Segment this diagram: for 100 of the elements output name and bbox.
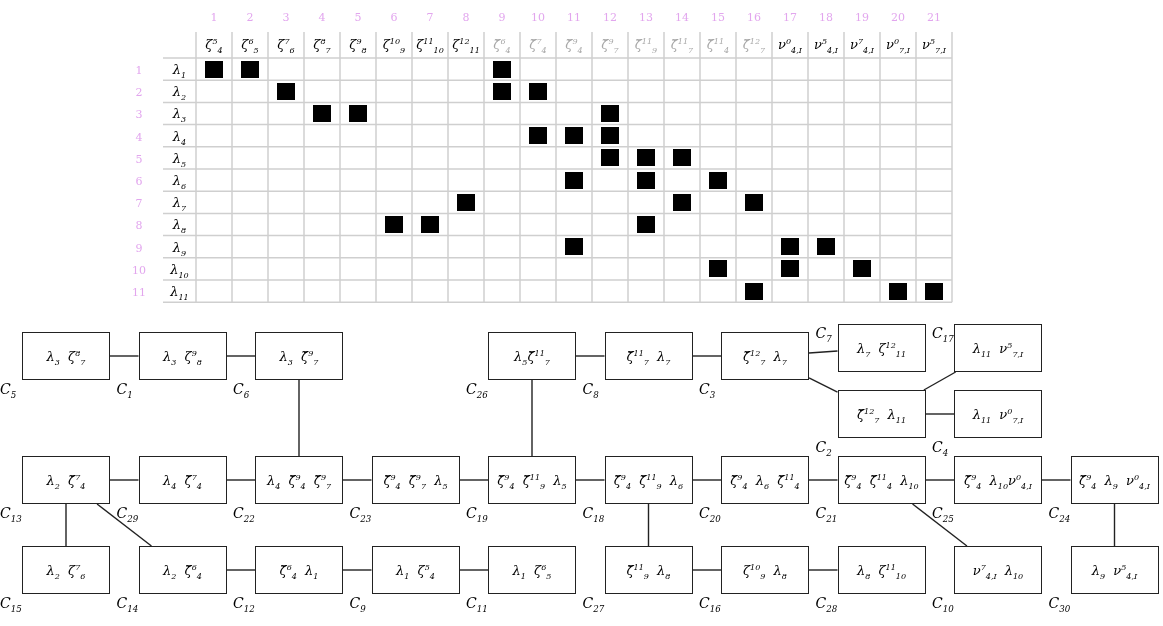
connector-line [808,350,839,354]
node-label: ζ̆$^{11}$$_{9}$ λ$_{8}$ [626,562,671,578]
filled-square [421,215,439,233]
node-caption: C$_{15}$ [0,595,22,611]
node-caption: C$_{16}$ [699,595,721,611]
node-caption: C$_{28}$ [815,595,838,611]
column-number: 2 [245,12,255,23]
node-caption: C$_{4}$ [932,439,949,455]
connector-line [225,569,256,571]
connector-line [225,355,256,357]
filled-square [673,149,691,167]
filled-square [925,282,943,300]
node-box [488,456,576,504]
node-box [604,456,693,504]
column-number: 7 [425,12,435,23]
node-label: ζ̆$^{9}$$_{4}$ ζ̆$^{9}$$_{7}$ λ$_{5}$ [383,472,448,488]
node-label: ζ̆$^{12}$$_{7}$ λ$_{7}$ [743,348,787,364]
node-caption: C$_{11}$ [466,595,488,611]
row-number: 5 [134,153,144,165]
filled-square [385,215,403,233]
row-header: λ$_{3}$ [171,107,188,121]
column-number: 3 [281,12,291,23]
node-caption: C$_{26}$ [466,381,488,397]
connector-line [109,479,140,481]
connector-line [342,569,373,571]
node-box [604,332,693,380]
filled-square [673,193,691,211]
node-caption: C$_{12}$ [233,595,255,611]
node-box [371,546,460,594]
node-label: ζ̆$^{11}$$_{7}$ λ$_{7}$ [626,348,671,364]
node-label: ζ̆$^{9}$$_{4}$ ζ̆$^{11}$$_{4}$ λ$_{10}$ [844,472,919,488]
node-box [1070,456,1159,504]
connector-line [691,355,722,357]
node-caption: C$_{1}$ [116,381,133,397]
connector-line [298,379,300,457]
node-box [837,324,926,372]
node-box [488,546,576,594]
filled-square [313,104,331,122]
connector-line [458,569,489,571]
column-number: 16 [746,12,762,23]
filled-square [637,149,655,167]
column-number: 5 [353,12,363,23]
filled-square [745,282,763,300]
node-caption: C$_{25}$ [932,505,954,521]
node-box [255,456,343,504]
node-caption: C$_{20}$ [699,505,721,521]
node-box [721,332,809,380]
row-number: 10 [131,264,147,276]
connector-line [808,569,839,571]
node-box [255,546,343,594]
filled-square [565,238,583,256]
connector-line [575,355,606,357]
node-caption: C$_{30}$ [1048,595,1071,611]
column-number: 18 [818,12,834,23]
column-number: 15 [710,12,726,23]
node-caption: C$_{29}$ [116,505,139,521]
connector-line [647,503,650,547]
node-label: ζ̆$^{12}$$_{7}$ λ$_{11}$ [856,406,906,422]
filled-square [781,260,799,278]
filled-square [349,104,367,122]
connector-line [924,413,955,415]
row-number: 6 [134,176,144,187]
filled-square [601,104,619,122]
node-box [954,456,1042,504]
node-caption: C$_{7}$ [815,325,832,341]
node-label: ζ$^{10}$$_{9}$ λ$_{8}$ [743,562,787,578]
row-header: λ$_{10}$ [169,262,190,276]
filled-square [205,60,223,78]
node-label: ζ̆$^{9}$$_{4}$ ζ̆$^{11}$$_{9}$ λ$_{6}$ [613,472,684,488]
node-caption: C$_{9}$ [349,595,366,611]
row-header: λ$_{7}$ [171,196,188,210]
row-header: λ$_{9}$ [171,240,188,254]
node-caption: C$_{22}$ [233,505,255,521]
connector-line [575,479,606,481]
node-box [837,390,926,438]
filled-square [529,82,547,100]
column-number: 10 [530,12,546,23]
row-number: 2 [134,87,144,99]
node-box [721,456,809,504]
filled-square [889,282,907,300]
node-caption: C$_{27}$ [582,595,605,611]
connector-line [1041,479,1072,481]
node-box [1070,546,1159,594]
connector-line [65,503,67,547]
node-caption: C$_{23}$ [349,505,372,521]
connector-line [808,479,839,481]
node-caption: C$_{18}$ [582,505,605,521]
filled-square [709,171,727,189]
column-number: 13 [638,12,654,23]
row-header: λ$_{2}$ [171,85,188,99]
connector-line [924,479,955,481]
node-box [138,332,227,380]
connector-line [808,377,839,393]
node-box [954,324,1042,372]
node-caption: C$_{21}$ [815,505,838,521]
filled-square [493,82,511,100]
node-label: ν$^{7}$$_{4,I}$ λ$_{10}$ [972,562,1024,578]
column-number: 17 [782,12,798,23]
row-number: 4 [134,131,144,143]
connector-line [691,479,722,481]
